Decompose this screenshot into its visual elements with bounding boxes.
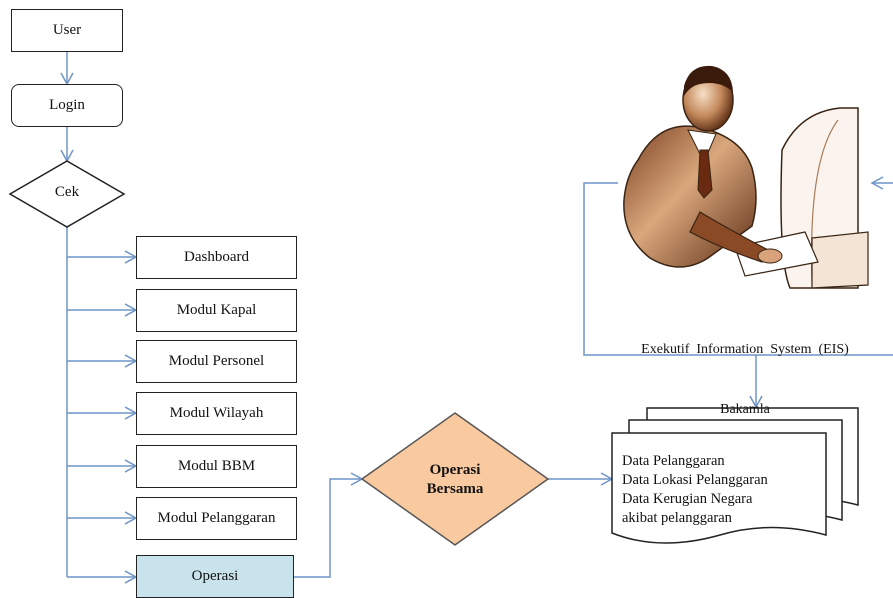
doc-line-4: akibat pelanggaran — [622, 510, 732, 526]
operasi-bersama-line1: Operasi — [429, 462, 481, 478]
modul-pelanggaran-label: Modul Pelanggaran — [157, 510, 276, 526]
operasi-bersama-line2: Bersama — [426, 481, 484, 497]
cek-label: Cek — [54, 184, 80, 200]
dashboard-label: Dashboard — [184, 249, 249, 265]
user-label: User — [52, 22, 82, 38]
dashboard-box: Dashboard — [136, 236, 297, 279]
modul-bbm-box: Modul BBM — [136, 445, 297, 488]
login-label: Login — [49, 97, 85, 113]
executive-at-computer-icon — [623, 65, 869, 289]
operasi-bersama-label: Operasi Bersama — [395, 461, 515, 499]
operasi-box: Operasi — [136, 555, 294, 598]
modul-kapal-box: Modul Kapal — [136, 289, 297, 332]
modul-pelanggaran-box: Modul Pelanggaran — [136, 497, 297, 540]
doc-line-3: Data Kerugian Negara — [622, 491, 753, 507]
documents-text: Data Pelanggaran Data Lokasi Pelanggaran… — [622, 452, 837, 528]
eis-frame-left — [583, 182, 893, 356]
login-box: Login — [11, 84, 123, 127]
user-box: User — [11, 9, 123, 52]
modul-personel-label: Modul Personel — [168, 353, 265, 369]
modul-wilayah-label: Modul Wilayah — [169, 405, 264, 421]
connectors — [60, 52, 893, 584]
doc-line-1: Data Pelanggaran — [622, 453, 725, 469]
eis-org-line: Bakamla — [720, 402, 770, 417]
modul-bbm-label: Modul BBM — [177, 458, 256, 474]
eis-title-line: Exekutif Information System (EIS) — [641, 342, 849, 357]
operasi-label: Operasi — [191, 568, 239, 584]
doc-line-2: Data Lokasi Pelanggaran — [622, 472, 768, 488]
connector-operasi-to-bersama — [294, 472, 364, 578]
operasi-bersama-diamond — [360, 412, 550, 546]
documents-stack — [611, 407, 859, 544]
modul-personel-box: Modul Personel — [136, 340, 297, 383]
modul-wilayah-box: Modul Wilayah — [136, 392, 297, 435]
modul-kapal-label: Modul Kapal — [176, 302, 257, 318]
eis-caption: Exekutif Information System (EIS) Bakaml… — [600, 300, 890, 440]
cek-decision-diamond — [8, 160, 126, 228]
document-front — [611, 432, 827, 544]
